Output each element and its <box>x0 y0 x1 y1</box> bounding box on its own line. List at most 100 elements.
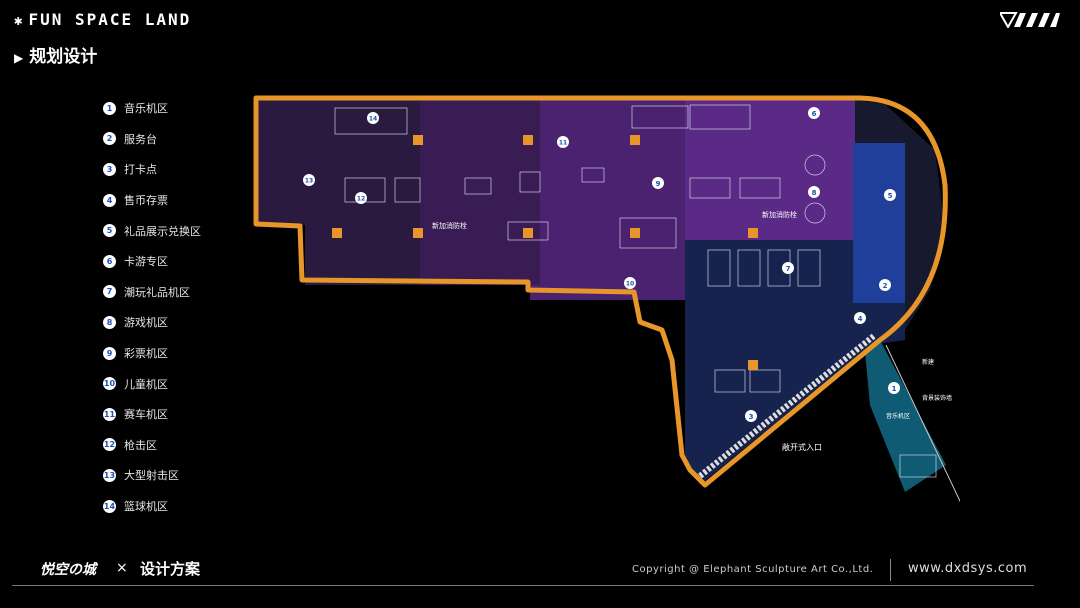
legend-number-badge: 5 <box>103 224 116 238</box>
legend-number-badge: 3 <box>103 162 116 176</box>
section-title: 规划设计 <box>29 47 98 67</box>
footer-title: 设计方案 <box>140 560 201 578</box>
svg-text:2: 2 <box>883 282 888 290</box>
legend-item: 9 彩票机区 <box>103 338 201 369</box>
zone-blue-service <box>853 143 905 303</box>
play-triangle-icon: ▶ <box>14 51 24 65</box>
legend-number-badge: 1 <box>103 101 116 115</box>
section-heading: ▶ 规划设计 <box>14 42 97 67</box>
legend-number-badge: 7 <box>103 285 116 299</box>
zone-blue-lower <box>685 240 905 485</box>
legend-label: 服务台 <box>124 132 157 146</box>
zone-markers: 1 2 3 4 5 6 7 8 9 10 11 12 13 14 <box>303 107 900 422</box>
legend-number-badge: 6 <box>103 254 116 268</box>
floor-plan: 新加消防栓 新加消防栓 敞开式入口 新建 背景装饰墙 音乐机区 1 2 3 4 … <box>253 95 960 503</box>
legend-item: 5 礼品展示兑换区 <box>103 215 201 246</box>
svg-text:13: 13 <box>305 178 313 185</box>
svg-text:6: 6 <box>812 110 817 118</box>
legend-number-badge: 11 <box>103 407 116 421</box>
legend-number-badge: 4 <box>103 193 116 207</box>
stripes-logo-icon <box>1000 12 1060 28</box>
zone-teal-music <box>865 340 946 492</box>
footer-times: × <box>116 560 128 576</box>
marker-6: 6 <box>808 107 820 119</box>
zone-purple-center <box>420 100 560 285</box>
legend-label: 儿童机区 <box>124 377 168 391</box>
legend-label: 彩票机区 <box>124 347 168 361</box>
marker-2: 2 <box>879 279 891 291</box>
marker-5: 5 <box>884 189 896 201</box>
legend-number-badge: 9 <box>103 346 116 360</box>
svg-text:14: 14 <box>369 116 377 123</box>
label-new-fire-1: 新加消防栓 <box>432 221 467 230</box>
footer-logo: 悦空の城 <box>40 562 96 578</box>
legend-item: 8 游戏机区 <box>103 307 201 338</box>
legend-label: 篮球机区 <box>124 500 168 514</box>
legend-item: 7 潮玩礼品机区 <box>103 277 201 308</box>
plan-labels: 新加消防栓 新加消防栓 敞开式入口 新建 背景装饰墙 音乐机区 <box>432 210 952 452</box>
svg-text:7: 7 <box>786 265 791 273</box>
svg-text:12: 12 <box>357 196 365 203</box>
legend-item: 14 篮球机区 <box>103 491 201 522</box>
legend-item: 1 音乐机区 <box>103 93 201 124</box>
copyright-text: Copyright @ Elephant Sculpture Art Co.,L… <box>632 564 874 575</box>
svg-text:9: 9 <box>656 180 661 188</box>
entrance-strip <box>698 332 877 479</box>
footer-rule <box>12 585 1034 586</box>
marker-14: 14 <box>367 112 379 124</box>
zone-purple-right <box>685 100 855 240</box>
marker-12: 12 <box>355 192 367 204</box>
legend-item: 4 售币存票 <box>103 185 201 216</box>
legend-item: 6 卡游专区 <box>103 246 201 277</box>
label-backdrop: 背景装饰墙 <box>922 394 952 402</box>
brand-title: ✱FUN SPACE LAND <box>14 10 191 29</box>
legend-label: 音乐机区 <box>124 102 168 116</box>
svg-text:1: 1 <box>892 385 897 393</box>
legend-label: 大型射击区 <box>124 469 179 483</box>
svg-text:4: 4 <box>858 315 863 323</box>
website-link[interactable]: www.dxdsys.com <box>908 561 1028 576</box>
marker-8: 8 <box>808 186 820 198</box>
marker-1: 1 <box>888 382 900 394</box>
legend-item: 13 大型射击区 <box>103 460 201 491</box>
label-new-fire-2: 新加消防栓 <box>762 210 797 219</box>
svg-text:3: 3 <box>749 413 754 421</box>
legend-item: 3 打卡点 <box>103 154 201 185</box>
legend-number-badge: 2 <box>103 132 116 146</box>
legend-label: 潮玩礼品机区 <box>124 285 190 299</box>
legend-label: 打卡点 <box>124 163 157 177</box>
legend-label: 游戏机区 <box>124 316 168 330</box>
brand-text: FUN SPACE LAND <box>28 10 192 29</box>
svg-text:10: 10 <box>626 281 634 288</box>
building-outline <box>253 95 948 488</box>
pillars <box>332 135 758 370</box>
marker-11: 11 <box>557 136 569 148</box>
label-entrance: 敞开式入口 <box>782 442 822 452</box>
marker-7: 7 <box>782 262 794 274</box>
svg-text:11: 11 <box>559 140 567 147</box>
footer-divider <box>890 559 891 581</box>
legend-number-badge: 14 <box>103 499 116 513</box>
marker-3: 3 <box>745 410 757 422</box>
marker-9: 9 <box>652 177 664 189</box>
legend-number-badge: 12 <box>103 438 116 452</box>
legend-number-badge: 13 <box>103 468 116 482</box>
legend-label: 礼品展示兑换区 <box>124 224 201 238</box>
legend-number-badge: 8 <box>103 315 116 329</box>
legend-label: 卡游专区 <box>124 255 168 269</box>
new-build-line <box>885 344 960 503</box>
equipment-blocks <box>334 104 937 478</box>
label-new-build: 新建 <box>922 358 934 366</box>
legend-item: 2 服务台 <box>103 124 201 155</box>
svg-text:5: 5 <box>888 192 893 200</box>
zone-dark-right-wing <box>855 100 945 330</box>
rabbit-icon: ✱ <box>14 13 25 29</box>
label-music-zone: 音乐机区 <box>886 412 910 420</box>
zone-dark-left <box>258 98 430 285</box>
legend-label: 售币存票 <box>124 194 168 208</box>
svg-text:8: 8 <box>812 189 817 197</box>
